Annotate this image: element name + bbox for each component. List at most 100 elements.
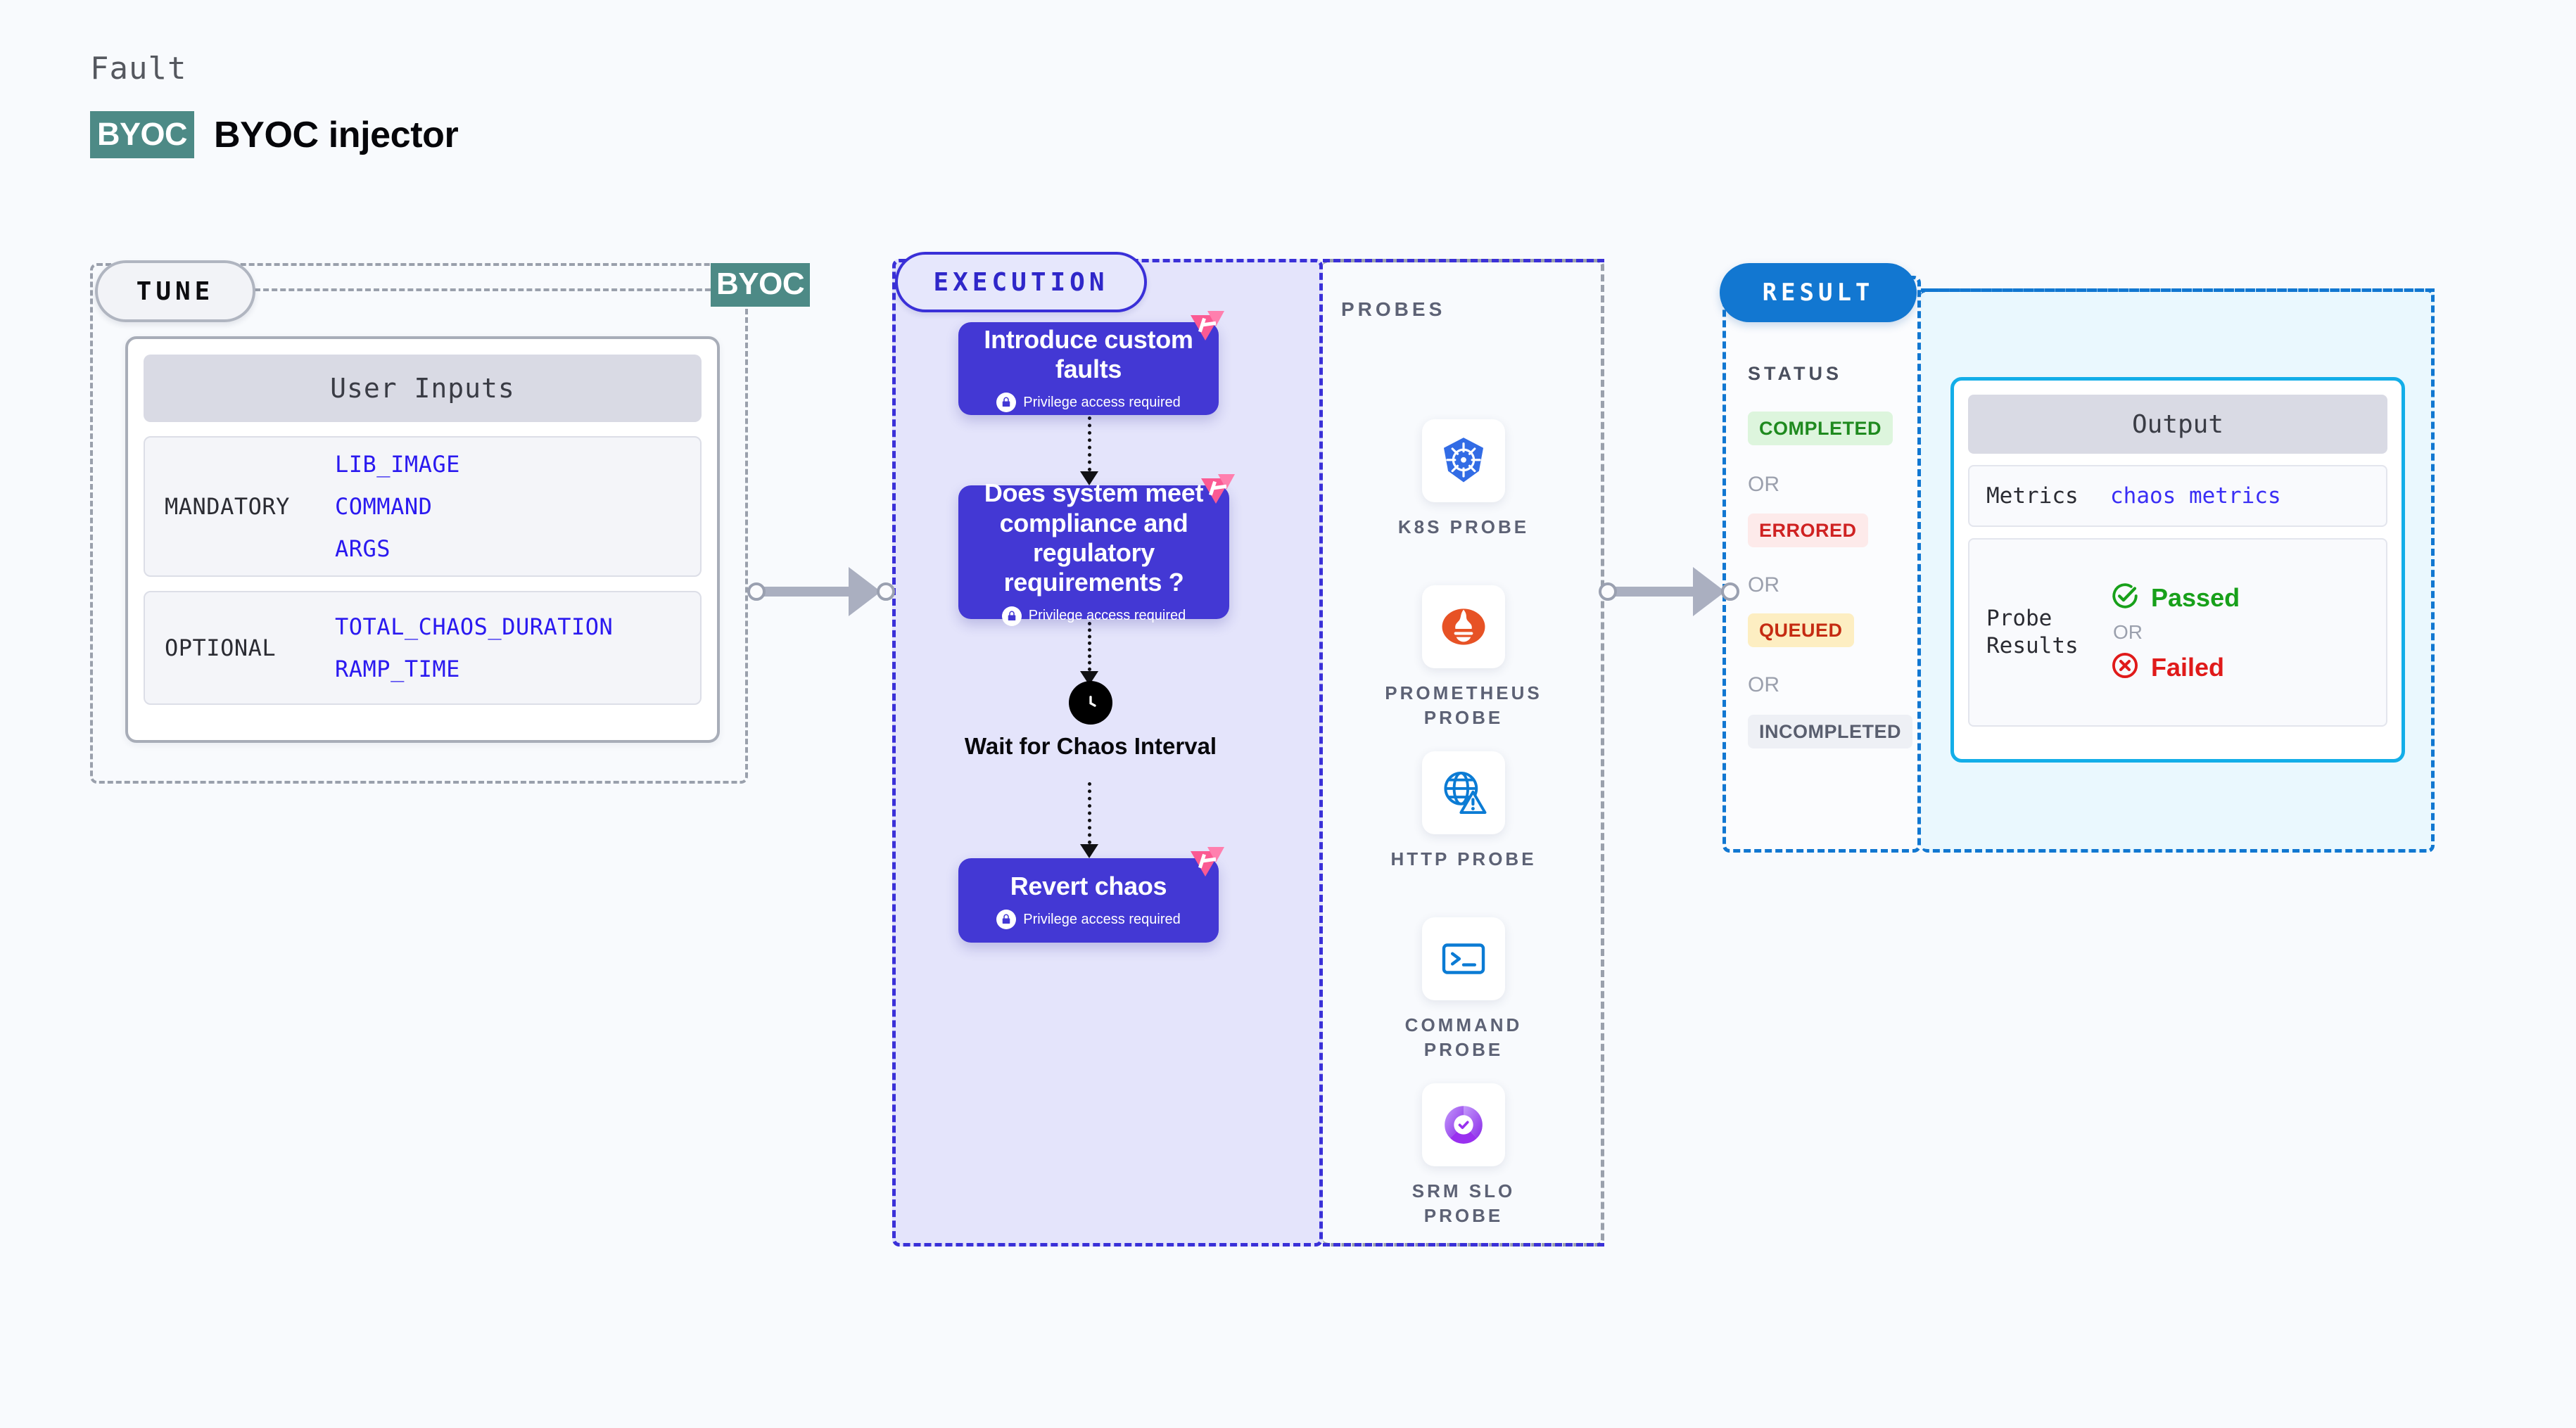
flow-node-compliance-check[interactable]: Does system meet compliance and regulato…	[958, 474, 1235, 626]
byoc-edge-chip: BYOC	[711, 263, 811, 307]
cross-circle-icon	[2110, 651, 2140, 684]
output-card-header: Output	[1968, 395, 2387, 454]
output-row-probe-results: Probe Results Passed OR	[1968, 538, 2387, 727]
execution-section	[892, 259, 1323, 1247]
arrow-tip	[1080, 471, 1098, 485]
status-or-1: OR	[1748, 473, 1779, 496]
node-privilege-text: Privilege access required	[1023, 394, 1181, 410]
srm-slo-icon	[1422, 1083, 1505, 1166]
probe-result-or: OR	[2113, 621, 2143, 643]
node-privilege-text: Privilege access required	[1028, 608, 1186, 624]
result-status-section	[1722, 276, 1921, 853]
probes-top-border	[1323, 259, 1604, 262]
terminal-icon	[1422, 917, 1505, 1000]
user-inputs-card: User Inputs MANDATORY LIB_IMAGE COMMAND …	[125, 336, 720, 743]
lock-icon	[1001, 606, 1022, 626]
probe-caption: K8S PROBE	[1397, 516, 1530, 537]
flow-node-introduce-custom-faults[interactable]: Introduce custom faults Privilege access…	[958, 311, 1224, 415]
probe-result-failed: Failed	[2110, 651, 2240, 684]
status-badge-queued[interactable]: QUEUED	[1748, 613, 1854, 647]
node-privilege-note: Privilege access required	[1001, 606, 1186, 626]
optional-label: OPTIONAL	[165, 635, 277, 661]
status-badge-errored[interactable]: ERRORED	[1748, 514, 1868, 547]
arrow-line	[1087, 622, 1091, 671]
output-row-metrics: Metrics chaos metrics	[1968, 465, 2387, 527]
probes-section-label: PROBES	[1341, 298, 1446, 320]
http-globe-icon	[1422, 751, 1505, 834]
node-privilege-text: Privilege access required	[1023, 911, 1181, 927]
connector-arrowhead	[849, 567, 881, 616]
lock-icon	[996, 910, 1017, 930]
harness-logo-icon	[1191, 847, 1224, 876]
execution-pill[interactable]: EXECUTION	[895, 252, 1147, 312]
status-or-3: OR	[1748, 673, 1779, 696]
probe-results-values: Passed OR Failed	[2110, 581, 2240, 684]
harness-logo-icon	[1201, 474, 1235, 504]
output-card: Output Metrics chaos metrics Probe Resul…	[1950, 377, 2405, 763]
flow-node-revert-chaos[interactable]: Revert chaos Privilege access required	[958, 847, 1224, 943]
clock-icon	[1069, 681, 1112, 725]
kubernetes-icon	[1422, 419, 1505, 502]
tune-pill[interactable]: TUNE	[95, 260, 255, 322]
page-title-row: BYOC BYOC injector	[90, 111, 459, 158]
tune-dashed-connector	[255, 288, 719, 291]
connector-arrowhead	[1693, 567, 1725, 616]
arrow-tip	[1080, 844, 1098, 858]
probe-results-key: Probe Results	[1986, 606, 2079, 658]
probe-item-k8s[interactable]: K8S PROBE	[1376, 419, 1552, 540]
node-privilege-note: Privilege access required	[996, 393, 1181, 413]
node-title: Does system meet compliance and regulato…	[984, 478, 1204, 597]
param-command[interactable]: COMMAND	[335, 493, 433, 520]
connector-bar	[761, 587, 853, 597]
metrics-key: Metrics	[1986, 483, 2079, 509]
page-eyebrow: Fault	[90, 51, 187, 87]
connector-end-dot	[877, 582, 895, 601]
flow-node-wait-for-chaos-interval[interactable]: Wait for Chaos Interval	[965, 681, 1217, 760]
connector-bar	[1613, 587, 1697, 597]
node-privilege-note: Privilege access required	[996, 910, 1181, 930]
byoc-chip: BYOC	[90, 111, 195, 158]
connector-start-dot	[1599, 582, 1617, 601]
arrow-line	[1087, 782, 1091, 844]
arrow-line	[1087, 416, 1091, 471]
prometheus-icon	[1422, 585, 1505, 668]
param-args[interactable]: ARGS	[335, 535, 391, 562]
param-total-chaos-duration[interactable]: TOTAL_CHAOS_DURATION	[335, 613, 614, 640]
failed-label: Failed	[2151, 652, 2225, 682]
param-lib-image[interactable]: LIB_IMAGE	[335, 451, 460, 478]
status-or-2: OR	[1748, 573, 1779, 597]
node-title: Introduce custom faults	[984, 324, 1193, 383]
probe-item-command[interactable]: COMMAND PROBE	[1376, 917, 1552, 1062]
passed-label: Passed	[2151, 582, 2240, 612]
probe-result-passed: Passed	[2110, 581, 2240, 614]
probe-item-srm-slo[interactable]: SRM SLO PROBE	[1376, 1083, 1552, 1228]
result-pill[interactable]: RESULT	[1720, 263, 1917, 322]
probe-caption: COMMAND PROBE	[1404, 1014, 1523, 1061]
lock-icon	[996, 393, 1017, 413]
connector-start-dot	[747, 582, 766, 601]
probe-caption: PROMETHEUS PROBE	[1385, 682, 1542, 729]
probe-caption: SRM SLO PROBE	[1411, 1180, 1516, 1227]
result-output-top-border	[1921, 288, 2435, 292]
mandatory-label: MANDATORY	[165, 493, 290, 520]
node-title: Revert chaos	[1010, 871, 1167, 900]
metrics-value-link[interactable]: chaos metrics	[2110, 483, 2281, 509]
status-badge-incompleted[interactable]: INCOMPLETED	[1748, 715, 1913, 748]
status-section-label: STATUS	[1748, 363, 1842, 384]
probe-caption: HTTP PROBE	[1390, 848, 1537, 869]
probe-item-prometheus[interactable]: PROMETHEUS PROBE	[1376, 585, 1552, 730]
check-circle-icon	[2110, 581, 2140, 614]
tune-section	[90, 263, 748, 784]
connector-end-dot	[1721, 582, 1739, 601]
mandatory-values: LIB_IMAGE COMMAND ARGS	[335, 451, 460, 562]
connector-execution-to-result	[1599, 567, 1739, 616]
page-title: BYOC injector	[214, 114, 459, 155]
optional-values: TOTAL_CHAOS_DURATION RAMP_TIME	[335, 613, 613, 682]
status-badge-completed[interactable]: COMPLETED	[1748, 412, 1893, 445]
param-ramp-time[interactable]: RAMP_TIME	[335, 656, 460, 682]
mandatory-params-group: MANDATORY LIB_IMAGE COMMAND ARGS	[144, 436, 702, 577]
connector-tune-to-execution	[747, 567, 895, 616]
probe-item-http[interactable]: HTTP PROBE	[1376, 751, 1552, 872]
probes-bottom-border	[1323, 1243, 1604, 1247]
